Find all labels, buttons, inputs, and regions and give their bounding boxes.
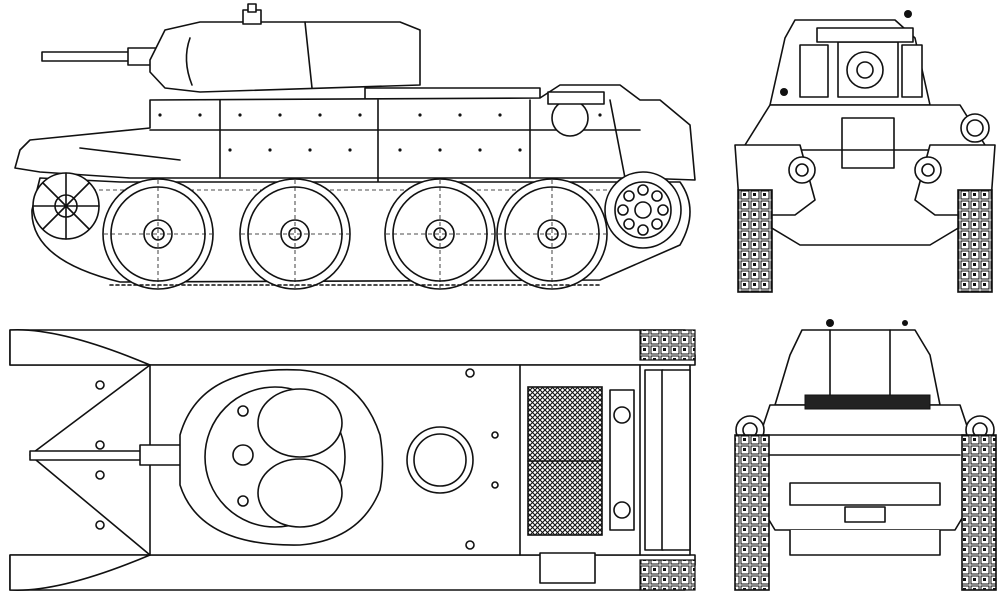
side-view: [0, 0, 700, 300]
tank-side-view-icon: [14, 3, 696, 290]
tank-front-view-icon: [734, 10, 996, 293]
front-view: [730, 0, 1000, 300]
tank-rear-view-icon: [734, 319, 997, 591]
rear-view: [730, 315, 1000, 595]
tank-top-view-icon: [9, 328, 696, 592]
top-view: [0, 325, 700, 595]
